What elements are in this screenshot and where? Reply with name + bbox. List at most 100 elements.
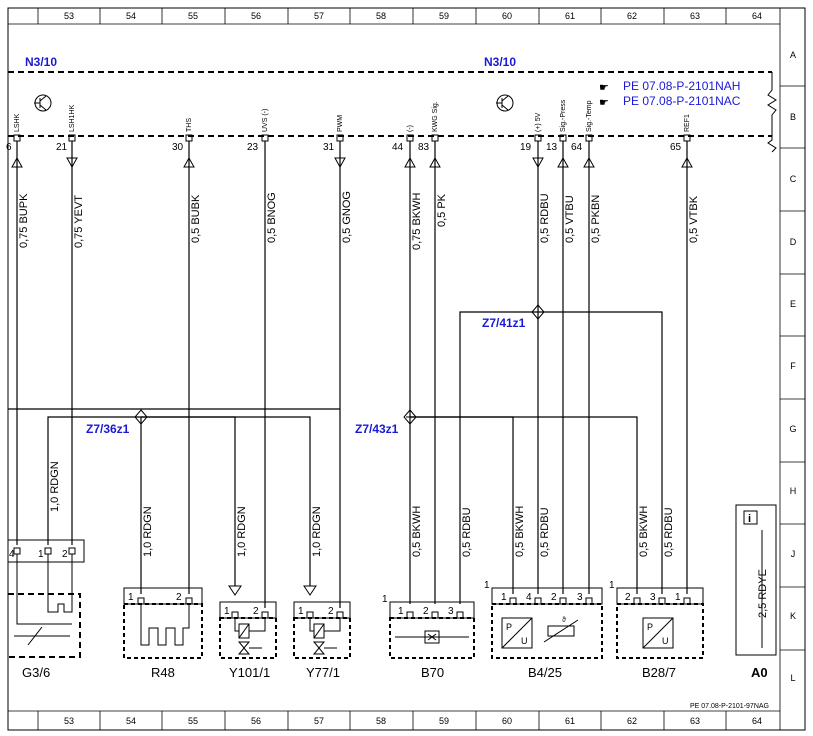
crankshaft-sensor-icon <box>395 630 469 644</box>
col-label: 61 <box>565 11 575 21</box>
pin-number: 2 <box>328 606 334 617</box>
row-label: E <box>790 299 796 309</box>
pin-label: UVS (-) <box>262 109 269 132</box>
col-label: 56 <box>251 716 261 726</box>
info-icon[interactable] <box>743 510 758 525</box>
document-reference: PE 07.08-P-2101-97NAG <box>690 703 769 710</box>
splice-node <box>134 409 148 425</box>
pin-number: 2 <box>253 606 259 617</box>
temperature-sensor-icon: ϑ <box>543 617 579 643</box>
wire-label: 1,0 RDGN <box>49 461 61 512</box>
col-label: 55 <box>188 11 198 21</box>
row-label: L <box>790 673 795 683</box>
col-label: 60 <box>502 11 512 21</box>
pin-number: 13 <box>546 142 558 153</box>
connector-index: 1 <box>382 594 388 605</box>
col-label: 60 <box>502 716 512 726</box>
component-label: Y101/1 <box>229 665 270 680</box>
connector-index: 1 <box>484 580 490 591</box>
solenoid-valve-icon <box>309 618 341 655</box>
col-label: 57 <box>314 716 324 726</box>
pin-label: (+) 5V <box>535 112 542 132</box>
pin-number: 44 <box>392 142 404 153</box>
component-label: G3/6 <box>22 665 50 680</box>
pin-number: 2 <box>551 592 557 603</box>
wire-label: 2,5 RDYE <box>757 569 769 618</box>
wire-label: 0,5 BKWH <box>411 506 423 557</box>
transistor-icon <box>34 94 52 112</box>
pin-number: 31 <box>323 142 335 153</box>
pin-number: 30 <box>172 142 184 153</box>
splice-label: Z7/36z1 <box>86 422 130 436</box>
pin-number: 21 <box>56 142 68 153</box>
wire-label: 0,5 RDBU <box>539 507 551 557</box>
pin-label: LSH1HK <box>69 104 76 132</box>
splice-label: Z7/41z1 <box>482 316 526 330</box>
wire-label: 0,5 PK <box>436 193 448 227</box>
wire-label: 0,5 GNOG <box>341 191 353 243</box>
pin-label: Sig.-Temp <box>586 100 593 132</box>
pin-label: (-) <box>407 125 414 132</box>
wire-label: 0,5 PKBN <box>590 195 602 243</box>
wire-label: 0,5 RDBU <box>539 193 551 243</box>
pin-number: 1 <box>128 592 134 603</box>
col-label: 59 <box>439 11 449 21</box>
reference-link-1[interactable]: ☛ PE 07.08-P-2101NAH <box>599 79 740 94</box>
col-label: 64 <box>752 716 762 726</box>
wire-label: 0,5 VTBK <box>688 195 700 243</box>
pin-number: 23 <box>247 142 259 153</box>
component-b28-7[interactable]: 1 2 3 1 P U B28/7 <box>609 580 704 680</box>
pin-label: REF1 <box>684 114 691 132</box>
col-label: 62 <box>627 716 637 726</box>
pin-label: LSHK <box>14 113 21 132</box>
wire-label: 1,0 RDGN <box>311 506 323 557</box>
component-r48[interactable]: 1 2 R48 <box>123 587 203 680</box>
svg-text:U: U <box>662 636 669 646</box>
component-y101-1[interactable]: 1 2 Y101/1 <box>219 585 277 680</box>
col-label: 62 <box>627 11 637 21</box>
component-b4-25[interactable]: 1 1 4 2 3 P U ϑ B4/25 <box>484 580 603 680</box>
component-a0[interactable]: i 2,5 RDYE A0 <box>735 504 777 680</box>
col-label: 64 <box>752 11 762 21</box>
splice-node <box>531 304 545 320</box>
pin-number: 2 <box>62 549 68 560</box>
pin-label: PWM <box>337 115 344 132</box>
pin-number: 1 <box>398 606 404 617</box>
reference-link-2[interactable]: ☛ PE 07.08-P-2101NAC <box>599 94 741 109</box>
col-label: 54 <box>126 11 136 21</box>
col-label: 61 <box>565 716 575 726</box>
info-icon-glyph: i <box>748 513 751 525</box>
wire-label: 0,75 BKWH <box>411 192 423 250</box>
row-label: D <box>790 237 797 247</box>
row-label: H <box>790 486 797 496</box>
reference-text: PE 07.08-P-2101NAC <box>623 94 741 108</box>
pin-number: 1 <box>501 592 507 603</box>
wire-label: 1,0 RDGN <box>142 506 154 557</box>
module-name-left: N3/10 <box>25 55 57 69</box>
reference-text: PE 07.08-P-2101NAH <box>623 79 740 93</box>
col-label: 55 <box>188 716 198 726</box>
pin-number: 4 <box>9 549 15 560</box>
transistor-icon <box>496 94 514 112</box>
pin-label: KWG Sig. <box>432 101 439 132</box>
wires <box>8 141 688 608</box>
pin-number: 3 <box>577 592 583 603</box>
row-label: J <box>791 549 796 559</box>
pin-number: 65 <box>670 142 682 153</box>
solenoid-valve-icon <box>234 618 266 655</box>
pin-label: THS <box>186 118 193 132</box>
component-y77-1[interactable]: 1 2 Y77/1 <box>293 585 351 680</box>
row-label: C <box>790 174 797 184</box>
wire-label: 0,5 BKWH <box>638 506 650 557</box>
pin-number: 2 <box>625 592 631 603</box>
wire-label: 0,5 RDBU <box>461 507 473 557</box>
component-g3-6[interactable]: 4 1 2 G3/6 <box>7 539 85 680</box>
component-b70[interactable]: 1 1 2 3 B70 <box>382 594 475 680</box>
pin-number: 4 <box>526 592 532 603</box>
pin-number: 1 <box>675 592 681 603</box>
variable-resistor-icon <box>14 626 70 646</box>
col-label: 57 <box>314 11 324 21</box>
row-label: B <box>790 112 796 122</box>
col-label: 63 <box>690 716 700 726</box>
col-label: 58 <box>376 716 386 726</box>
